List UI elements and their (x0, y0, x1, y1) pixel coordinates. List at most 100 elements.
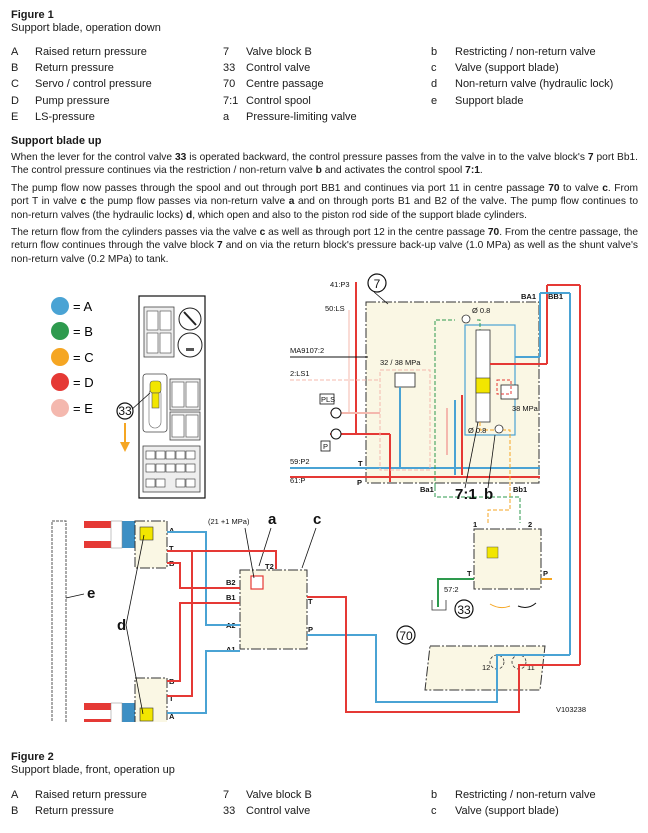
legend-label: Raised return pressure (35, 789, 147, 801)
hydraulic-diagram: .ln { fill: none; stroke-width: 2; } .th… (51, 273, 586, 722)
port-11: 11 (527, 663, 535, 672)
section-heading: Support blade up (11, 135, 102, 147)
figure-2-subtitle: Support blade, front, operation up (11, 764, 175, 776)
legend-key: A (11, 46, 19, 58)
cylinder-upper (84, 520, 168, 569)
spool-active-position (475, 377, 491, 394)
cyl-upper-port-a: A (169, 526, 175, 535)
legend-label: LS-pressure (35, 110, 95, 123)
cyl-lower-port-t: T (169, 694, 174, 703)
legend-key: D (11, 94, 19, 107)
c-port-p: P (308, 625, 313, 634)
hydraulic-lock-lower (139, 707, 154, 722)
legend-label: Pressure-limiting valve (246, 110, 357, 123)
control-spool-7-1 (475, 329, 491, 423)
port-12: 12 (482, 663, 490, 672)
callout-70 (396, 625, 416, 645)
legend-key: d (431, 78, 438, 91)
legend-label: Centre passage (246, 78, 324, 91)
legend-key: b (431, 789, 438, 801)
port-pls: PLS (321, 395, 335, 404)
legend-label: Restricting / non-return valve (455, 789, 596, 801)
legend-label: Support blade (455, 94, 524, 107)
relief-32-38-label: 32 / 38 MPa (380, 358, 421, 367)
legend-label: Restricting / non-return valve (455, 46, 596, 58)
a-setting-label: (21 +1 MPa) (208, 517, 250, 526)
legend-key: 7 (223, 789, 230, 801)
relief-valve-32-38 (394, 372, 416, 388)
port-ma9107: MA9107:2 (290, 346, 324, 355)
callout-c: c (313, 511, 321, 528)
swatch-a-label: = A (73, 299, 92, 314)
operator-panel (138, 295, 206, 499)
swatch-e-label: = E (73, 401, 93, 416)
legend-item: 7:1 Control spool (223, 93, 357, 109)
port-59-p2: 59:P2 (290, 457, 310, 466)
swatch-d (51, 373, 69, 391)
legend-label: Valve (support blade) (455, 62, 559, 75)
figure-2-title: Figure 2 (11, 751, 54, 763)
legend-item: E LS-pressure (11, 109, 152, 125)
color-legend: = A = B = C = D = E (51, 297, 94, 417)
legend-key: b (431, 46, 438, 58)
legend-label: Non-return valve (hydraulic lock) (455, 78, 614, 91)
lever-arrow-forward (517, 602, 537, 608)
swatch-b (51, 322, 69, 340)
legend-label: Return pressure (35, 62, 114, 75)
port-ba1-lower: Ba1 (420, 485, 434, 494)
legend-key: 33 (223, 62, 236, 75)
centre-passage-70 (424, 645, 546, 691)
legend-key: 7 (223, 46, 230, 58)
legend-label: Valve block B (246, 789, 312, 801)
port-p-gauge: P (323, 442, 328, 451)
port-t-block7: T (358, 459, 363, 468)
swatch-c-label: = C (73, 350, 94, 365)
c-port-b1: B1 (226, 593, 236, 602)
legend-item: b Restricting / non-return valve (431, 787, 596, 803)
port-bb1: BB1 (548, 292, 563, 301)
legend-item: d Non-return valve (hydraulic lock) (431, 76, 613, 92)
callout-7-1: 7:1 (455, 486, 477, 503)
port-41-p3: 41:P3 (330, 280, 350, 289)
cylinder-lower (84, 677, 168, 722)
legend-key: E (11, 110, 19, 123)
tank-symbol (431, 600, 447, 611)
legend-key: 7:1 (223, 94, 239, 107)
legend-item: b Restricting / non-return valve (431, 44, 613, 60)
callout-33-panel-label: 33 (118, 404, 132, 418)
paragraph-1: When the lever for the control valve 33 … (11, 152, 638, 177)
hydraulic-lock-upper (139, 526, 154, 541)
callout-a: a (268, 511, 277, 528)
callout-b: b (484, 486, 493, 503)
paragraph-3: The return flow from the cylinders passe… (11, 227, 638, 265)
c-port-t: T (308, 597, 313, 606)
legend-item: B Return pressure (11, 60, 152, 76)
callout-33-panel (116, 402, 134, 420)
legend-key: B (11, 62, 19, 75)
legend-key: C (11, 78, 19, 91)
swatch-c (51, 348, 69, 366)
svg-text:70: 70 (399, 629, 413, 643)
legend-item: 7 Valve block B (223, 787, 312, 803)
legend-key: c (431, 62, 437, 75)
swatch-e (51, 399, 69, 417)
legend-key: e (431, 94, 438, 107)
support-blade-e (51, 520, 67, 722)
relief-valve-38 (500, 384, 519, 400)
port-ba1: BA1 (521, 292, 536, 301)
legend-label: Control spool (246, 94, 311, 107)
control-lever (149, 380, 162, 394)
port-bb1-lower: Bb1 (513, 485, 527, 494)
